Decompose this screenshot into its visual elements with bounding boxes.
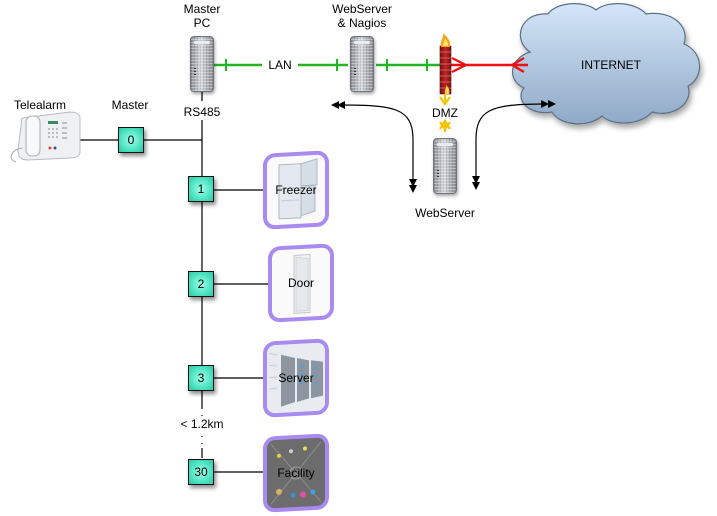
telealarm-phone-icon [10,111,81,163]
webserver-dmz-label: WebServer [415,206,475,220]
lan-label: LAN [268,58,292,72]
bus-node-3[interactable]: 3 [188,365,214,391]
rs485-label: RS485 [183,105,221,119]
internet-label: INTERNET [581,58,641,72]
device-server-label: Server [278,371,314,385]
master-label: Master [111,98,149,112]
device-freezer[interactable]: Freezer [263,150,329,230]
device-door-label: Door [287,276,314,290]
internet-arrow-head [509,57,525,73]
device-facility-label: Facility [277,466,315,480]
webserver-nagios-label: WebServer & Nagios [322,2,402,30]
nagios-dmz-connector [339,104,414,185]
firewall-arrow-head [451,57,469,73]
nagios-arrowheads [331,101,417,193]
device-facility[interactable]: Facility [263,433,329,513]
dmz-label: DMZ [432,106,458,120]
device-freezer-label: Freezer [275,183,317,197]
master-pc-label-line1: Master [183,2,221,16]
internet-dmz-connector [475,103,546,182]
lan-ticks [225,59,428,71]
device-door[interactable]: Door [268,243,334,323]
bus-node-2[interactable]: 2 [188,271,214,297]
facility-icon [267,437,325,509]
door-icon [293,254,311,314]
master-pc-label: Master PC [178,2,226,30]
distance-label: < 1.2km [172,417,232,431]
internet-arrowheads [472,100,556,190]
firewall-icon [439,33,452,95]
telealarm-label: Telealarm [13,98,67,112]
master-pc-label-line2: PC [193,16,211,30]
internet-cloud [512,3,701,125]
webserver-nagios-label-line2: & Nagios [337,16,387,30]
webserver-nagios-server-icon[interactable] [350,36,374,92]
bus-node-1[interactable]: 1 [188,176,214,202]
device-server[interactable]: Server [263,338,329,418]
freezer-icon [278,158,318,220]
bus-node-30[interactable]: 30 [188,459,214,485]
bus-node-master[interactable]: 0 [118,127,144,153]
master-pc-server-icon[interactable] [190,36,214,92]
server-rack-icon [267,342,325,414]
webserver-nagios-label-line1: WebServer [332,2,392,16]
webserver-dmz-server-icon[interactable] [433,138,457,194]
dmz-arrows [439,94,451,132]
